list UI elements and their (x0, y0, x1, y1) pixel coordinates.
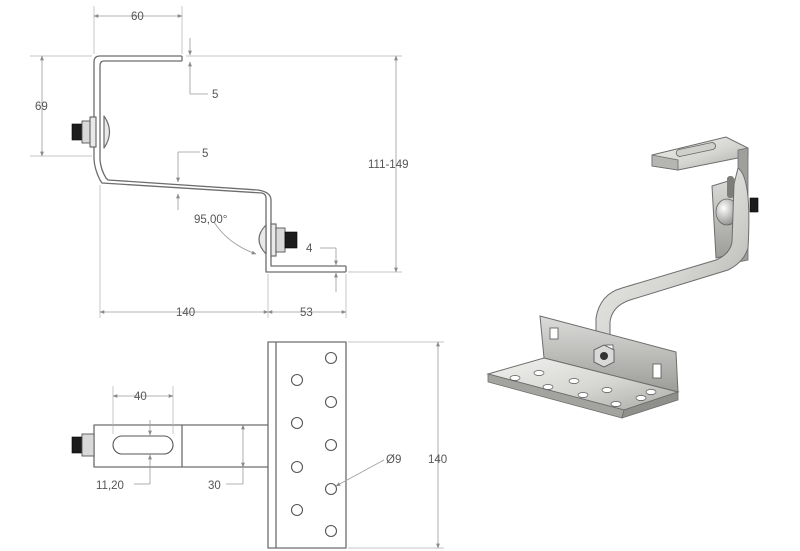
dim-angle: 95,00° (194, 214, 227, 226)
dim-bar-width: 30 (208, 480, 221, 492)
dome-washer-right (258, 224, 267, 255)
side-view: 60 69 5 5 95,00° 111-149 4 140 53 (30, 6, 409, 319)
bracket-profile-inner (99, 60, 346, 267)
plate-hole (290, 460, 304, 474)
dim-foot-length: 53 (300, 307, 313, 319)
bolt-left-top-view (71, 436, 83, 454)
plate-holes (290, 351, 338, 538)
dim-hole-diameter: Ø9 (386, 454, 401, 466)
adjust-slot (112, 435, 174, 455)
bolt-head-left (71, 123, 83, 141)
plate-hole (324, 395, 338, 409)
bolt-head-right (284, 231, 298, 249)
dim-top-width: 60 (131, 11, 144, 23)
dim-base-length: 140 (176, 307, 195, 319)
isometric-view (486, 136, 759, 419)
plate-hole (290, 373, 304, 387)
dim-height-left: 69 (35, 101, 48, 113)
plate-hole (290, 503, 304, 517)
dim-plate-height: 140 (428, 454, 447, 466)
dim-slot-width: 11,20 (96, 480, 124, 492)
plate-hole (324, 524, 338, 538)
dome-washer-left (103, 115, 111, 149)
plate-hole (324, 438, 338, 452)
dim-thickness-top: 5 (212, 89, 218, 101)
iso-arm (595, 167, 750, 349)
dim-foot-thickness: 4 (306, 243, 313, 255)
plate-hole (324, 351, 338, 365)
top-view: 40 11,20 30 Ø9 140 (71, 341, 447, 549)
dim-slot-length: 40 (134, 391, 147, 403)
plate-hole (290, 416, 304, 430)
plate-hole (324, 482, 338, 496)
dim-thickness-mid: 5 (202, 148, 208, 160)
dim-adjust-range: 111-149 (368, 159, 409, 171)
